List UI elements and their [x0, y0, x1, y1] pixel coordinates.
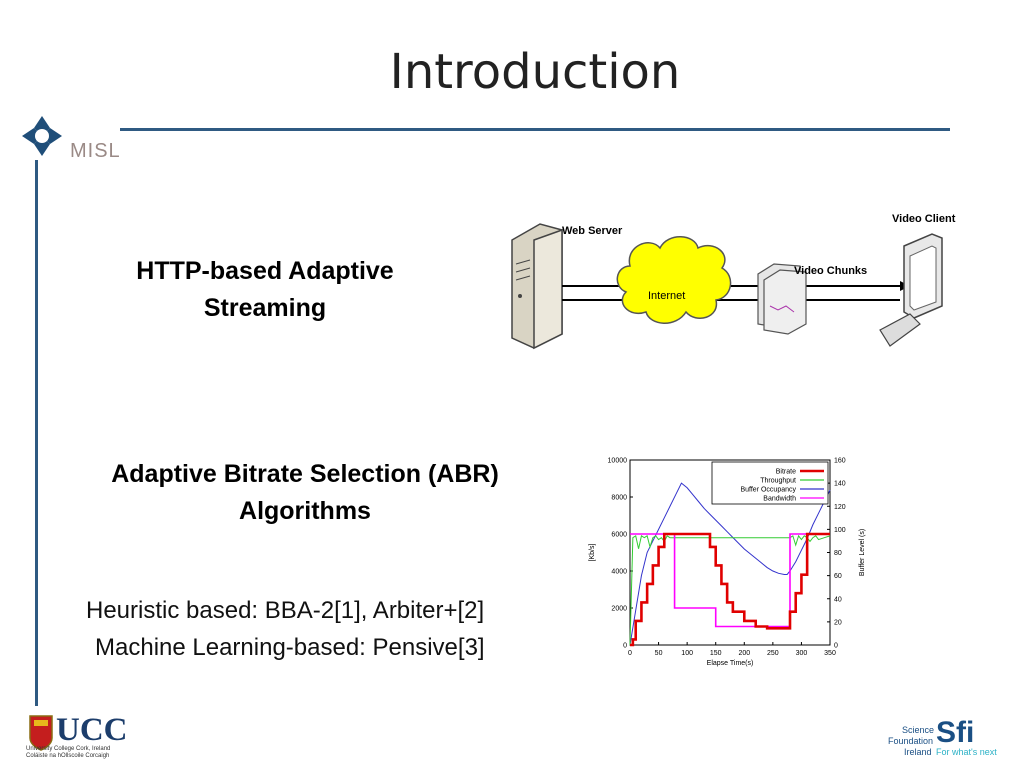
heading-line: Streaming	[203, 294, 327, 322]
legend-label: Throughput	[760, 478, 796, 485]
body-text-ml: Machine Learning-based: Pensive[3]	[95, 634, 485, 661]
legend-label: Buffer Occupancy	[740, 487, 796, 494]
y2-tick-label: 80	[834, 550, 842, 557]
x-tick-label: 250	[767, 650, 779, 657]
y-tick-label: 0	[623, 643, 627, 650]
internet-label: Internet	[648, 290, 685, 302]
x-tick-label: 200	[738, 650, 750, 657]
ucc-crest-icon	[29, 715, 53, 751]
side-divider	[35, 160, 38, 706]
legend-box	[711, 461, 829, 505]
y2-tick-label: 120	[834, 504, 846, 511]
ucc-subtitle-irish: Coláiste na hOllscoile Corcaigh	[26, 753, 110, 759]
legend-label: Bandwidth	[763, 496, 796, 503]
heading-line: HTTP-based Adaptive	[136, 257, 394, 285]
misl-logo-text: MISL	[70, 140, 121, 162]
x-tick-label: 0	[628, 650, 632, 657]
x-tick-label: 300	[796, 650, 808, 657]
x-tick-label: 150	[710, 650, 722, 657]
body-text-heuristic: Heuristic based: BBA-2[1], Arbiter+[2]	[86, 597, 485, 624]
sfi-ireland-text: Ireland	[904, 747, 932, 757]
internet-cloud-icon	[616, 236, 732, 324]
video-client-icon	[879, 233, 943, 347]
y-tick-label: 2000	[611, 606, 627, 613]
y2-axis-label: Buffer Level (s)	[859, 529, 866, 576]
sfi-logo-text: Sfi	[936, 716, 975, 749]
streaming-diagram: Web Server Internet Video Chunks Video C…	[511, 213, 956, 350]
section-heading-abr: Adaptive Bitrate Selection (ABR) Algorit…	[80, 456, 530, 530]
y2-tick-label: 60	[834, 573, 842, 580]
ucc-logo-text: UCC	[56, 712, 128, 748]
misl-logo-icon	[22, 116, 62, 156]
video-client-label: Video Client	[892, 213, 956, 225]
y-axis-label: [Kb/s]	[589, 544, 596, 562]
series-line-throughput	[629, 534, 831, 646]
x-tick-label: 100	[681, 650, 693, 657]
web-server-label: Web Server	[562, 225, 623, 237]
y-tick-label: 8000	[611, 495, 627, 502]
y2-tick-label: 160	[834, 458, 846, 465]
heading-line: Adaptive Bitrate Selection (ABR)	[111, 460, 499, 488]
y-tick-label: 4000	[611, 569, 627, 576]
x-tick-label: 350	[824, 650, 836, 657]
legend-label: Bitrate	[776, 469, 796, 476]
header-divider	[120, 128, 950, 131]
video-chunks-icon	[757, 263, 807, 335]
x-axis-label: Elapse Time(s)	[707, 660, 754, 667]
sfi-tagline: For what's next	[936, 747, 997, 757]
web-server-icon	[511, 223, 563, 350]
ucc-subtitle: University College Cork, Ireland	[26, 746, 111, 752]
slide-title: Introduction	[389, 44, 681, 100]
y-tick-label: 10000	[608, 458, 628, 465]
series-line-bitrate	[630, 532, 830, 647]
y-tick-label: 6000	[611, 532, 627, 539]
video-chunks-label: Video Chunks	[794, 265, 867, 277]
y2-tick-label: 140	[834, 481, 846, 488]
x-tick-label: 50	[655, 650, 663, 657]
y2-tick-label: 0	[834, 643, 838, 650]
sfi-science-text: Science	[902, 725, 935, 735]
sfi-foundation-text: Foundation	[888, 736, 934, 746]
y2-tick-label: 40	[834, 596, 842, 603]
heading-line: Algorithms	[239, 497, 371, 525]
section-heading-streaming: HTTP-based Adaptive Streaming	[100, 253, 430, 327]
y2-tick-label: 20	[834, 619, 842, 626]
y2-tick-label: 100	[834, 527, 846, 534]
